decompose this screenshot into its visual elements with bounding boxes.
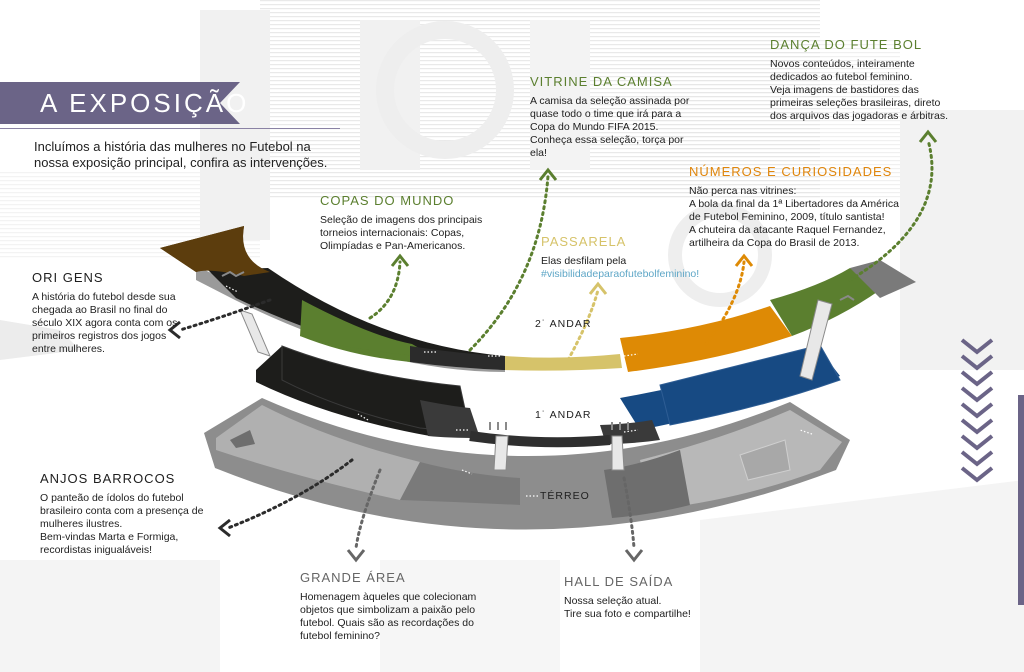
arrow-origens bbox=[178, 298, 272, 332]
section-copas-text: Seleção de imagens dos principais tornei… bbox=[320, 214, 483, 252]
floor-label-first: 1˙ ANDAR bbox=[535, 409, 592, 421]
section-hall-title: HALL DE SAÍDA bbox=[564, 574, 674, 589]
arrowheads bbox=[167, 129, 938, 563]
section-passarela-title: PASSARELA bbox=[541, 234, 627, 249]
arrow-vitrine bbox=[468, 174, 550, 352]
floor-label-second: 2˙ ANDAR bbox=[535, 318, 592, 330]
arrow-hall bbox=[622, 476, 636, 550]
section-passarela-text: Elas desfilam pela#visibilidadeparaofute… bbox=[541, 255, 731, 281]
section-hall: HALL DE SAÍDA Nossa seleção atual. Tire … bbox=[564, 574, 694, 621]
section-origens-title: ORI GENS bbox=[32, 270, 104, 285]
title-divider bbox=[0, 128, 340, 129]
arrowhead-vitrine-icon bbox=[538, 167, 558, 181]
section-vitrine-title: VITRINE DA CAMISA bbox=[530, 74, 673, 89]
section-danca: DANÇA DO FUTE BOL Novos conteúdos, intei… bbox=[770, 37, 960, 123]
first-floor bbox=[256, 344, 841, 448]
chevron-icon bbox=[960, 354, 994, 371]
arrowhead-copas-icon bbox=[390, 253, 410, 267]
section-hall-text: Nossa seleção atual. Tire sua foto e com… bbox=[564, 595, 691, 620]
ground-floor bbox=[204, 398, 850, 530]
floor-label-ground: TÉRREO bbox=[540, 490, 590, 502]
arrowhead-grande-icon bbox=[346, 549, 366, 563]
section-danca-text: Novos conteúdos, inteiramente dedicados … bbox=[770, 58, 949, 122]
section-grande-title: GRANDE ÁREA bbox=[300, 570, 406, 585]
second-floor bbox=[160, 226, 916, 372]
staircases bbox=[221, 270, 855, 430]
arrow-passarela bbox=[566, 288, 600, 362]
section-copas-title: COPAS DO MUNDO bbox=[320, 193, 455, 208]
section-numeros: NÚMEROS E CURIOSIDADES Não perca nas vit… bbox=[689, 164, 899, 250]
arrowhead-origens-icon bbox=[167, 320, 181, 340]
section-numeros-title: NÚMEROS E CURIOSIDADES bbox=[689, 164, 893, 179]
section-anjos: ANJOS BARROCOS O panteão de ídolos do fu… bbox=[40, 471, 210, 557]
section-origens: ORI GENS A história do futebol desde sua… bbox=[32, 270, 182, 356]
section-passarela: PASSARELA Elas desfilam pela#visibilidad… bbox=[541, 234, 731, 281]
section-grande-text: Homenagem àqueles que colecionam objetos… bbox=[300, 591, 477, 642]
page-title: A EXPOSIÇÃO bbox=[40, 88, 250, 118]
section-passarela-lead: Elas desfilam pela bbox=[541, 255, 627, 267]
arrowhead-hall-icon bbox=[624, 549, 644, 563]
chevron-icon bbox=[960, 370, 994, 387]
title-ribbon bbox=[0, 82, 240, 124]
section-vitrine-text: A camisa da seleção assinada por quase t… bbox=[530, 95, 690, 159]
section-numeros-text: Não perca nas vitrines: A bola da final … bbox=[689, 185, 899, 249]
chevron-icon bbox=[960, 418, 994, 435]
flow-arrows bbox=[225, 285, 813, 497]
chevron-icon bbox=[960, 434, 994, 451]
connector-arrows bbox=[178, 138, 934, 550]
chevron-icon bbox=[960, 338, 994, 355]
arrowhead-danca-icon bbox=[918, 129, 938, 143]
section-origens-text: A história do futebol desde sua chegada … bbox=[32, 291, 178, 355]
section-grande: GRANDE ÁREA Homenagem àqueles que coleci… bbox=[300, 570, 490, 643]
arrow-numeros bbox=[704, 260, 746, 346]
section-anjos-text: O panteão de ídolos do futebol brasileir… bbox=[40, 492, 204, 556]
chevron-icon bbox=[960, 402, 994, 419]
chevron-icon bbox=[960, 450, 994, 467]
arrowhead-numeros-icon bbox=[734, 253, 754, 267]
arrowhead-passarela-icon bbox=[588, 281, 608, 295]
intro-text: Incluímos a história das mulheres no Fut… bbox=[34, 139, 328, 170]
arrow-copas bbox=[368, 260, 402, 320]
arrowhead-anjos-icon bbox=[217, 518, 231, 538]
supports bbox=[239, 299, 833, 471]
section-danca-title: DANÇA DO FUTE BOL bbox=[770, 37, 923, 52]
arrow-grande bbox=[354, 468, 382, 550]
hashtag-link[interactable]: #visibilidadeparaofutebolfeminino! bbox=[541, 268, 700, 280]
section-anjos-title: ANJOS BARROCOS bbox=[40, 471, 176, 486]
chevron-icon bbox=[960, 466, 994, 483]
section-vitrine: VITRINE DA CAMISA A camisa da seleção as… bbox=[530, 74, 700, 160]
section-copas: COPAS DO MUNDO Seleção de imagens dos pr… bbox=[320, 193, 500, 253]
arrow-danca bbox=[848, 138, 934, 282]
arrow-anjos bbox=[226, 458, 354, 530]
chevron-icon bbox=[960, 386, 994, 403]
